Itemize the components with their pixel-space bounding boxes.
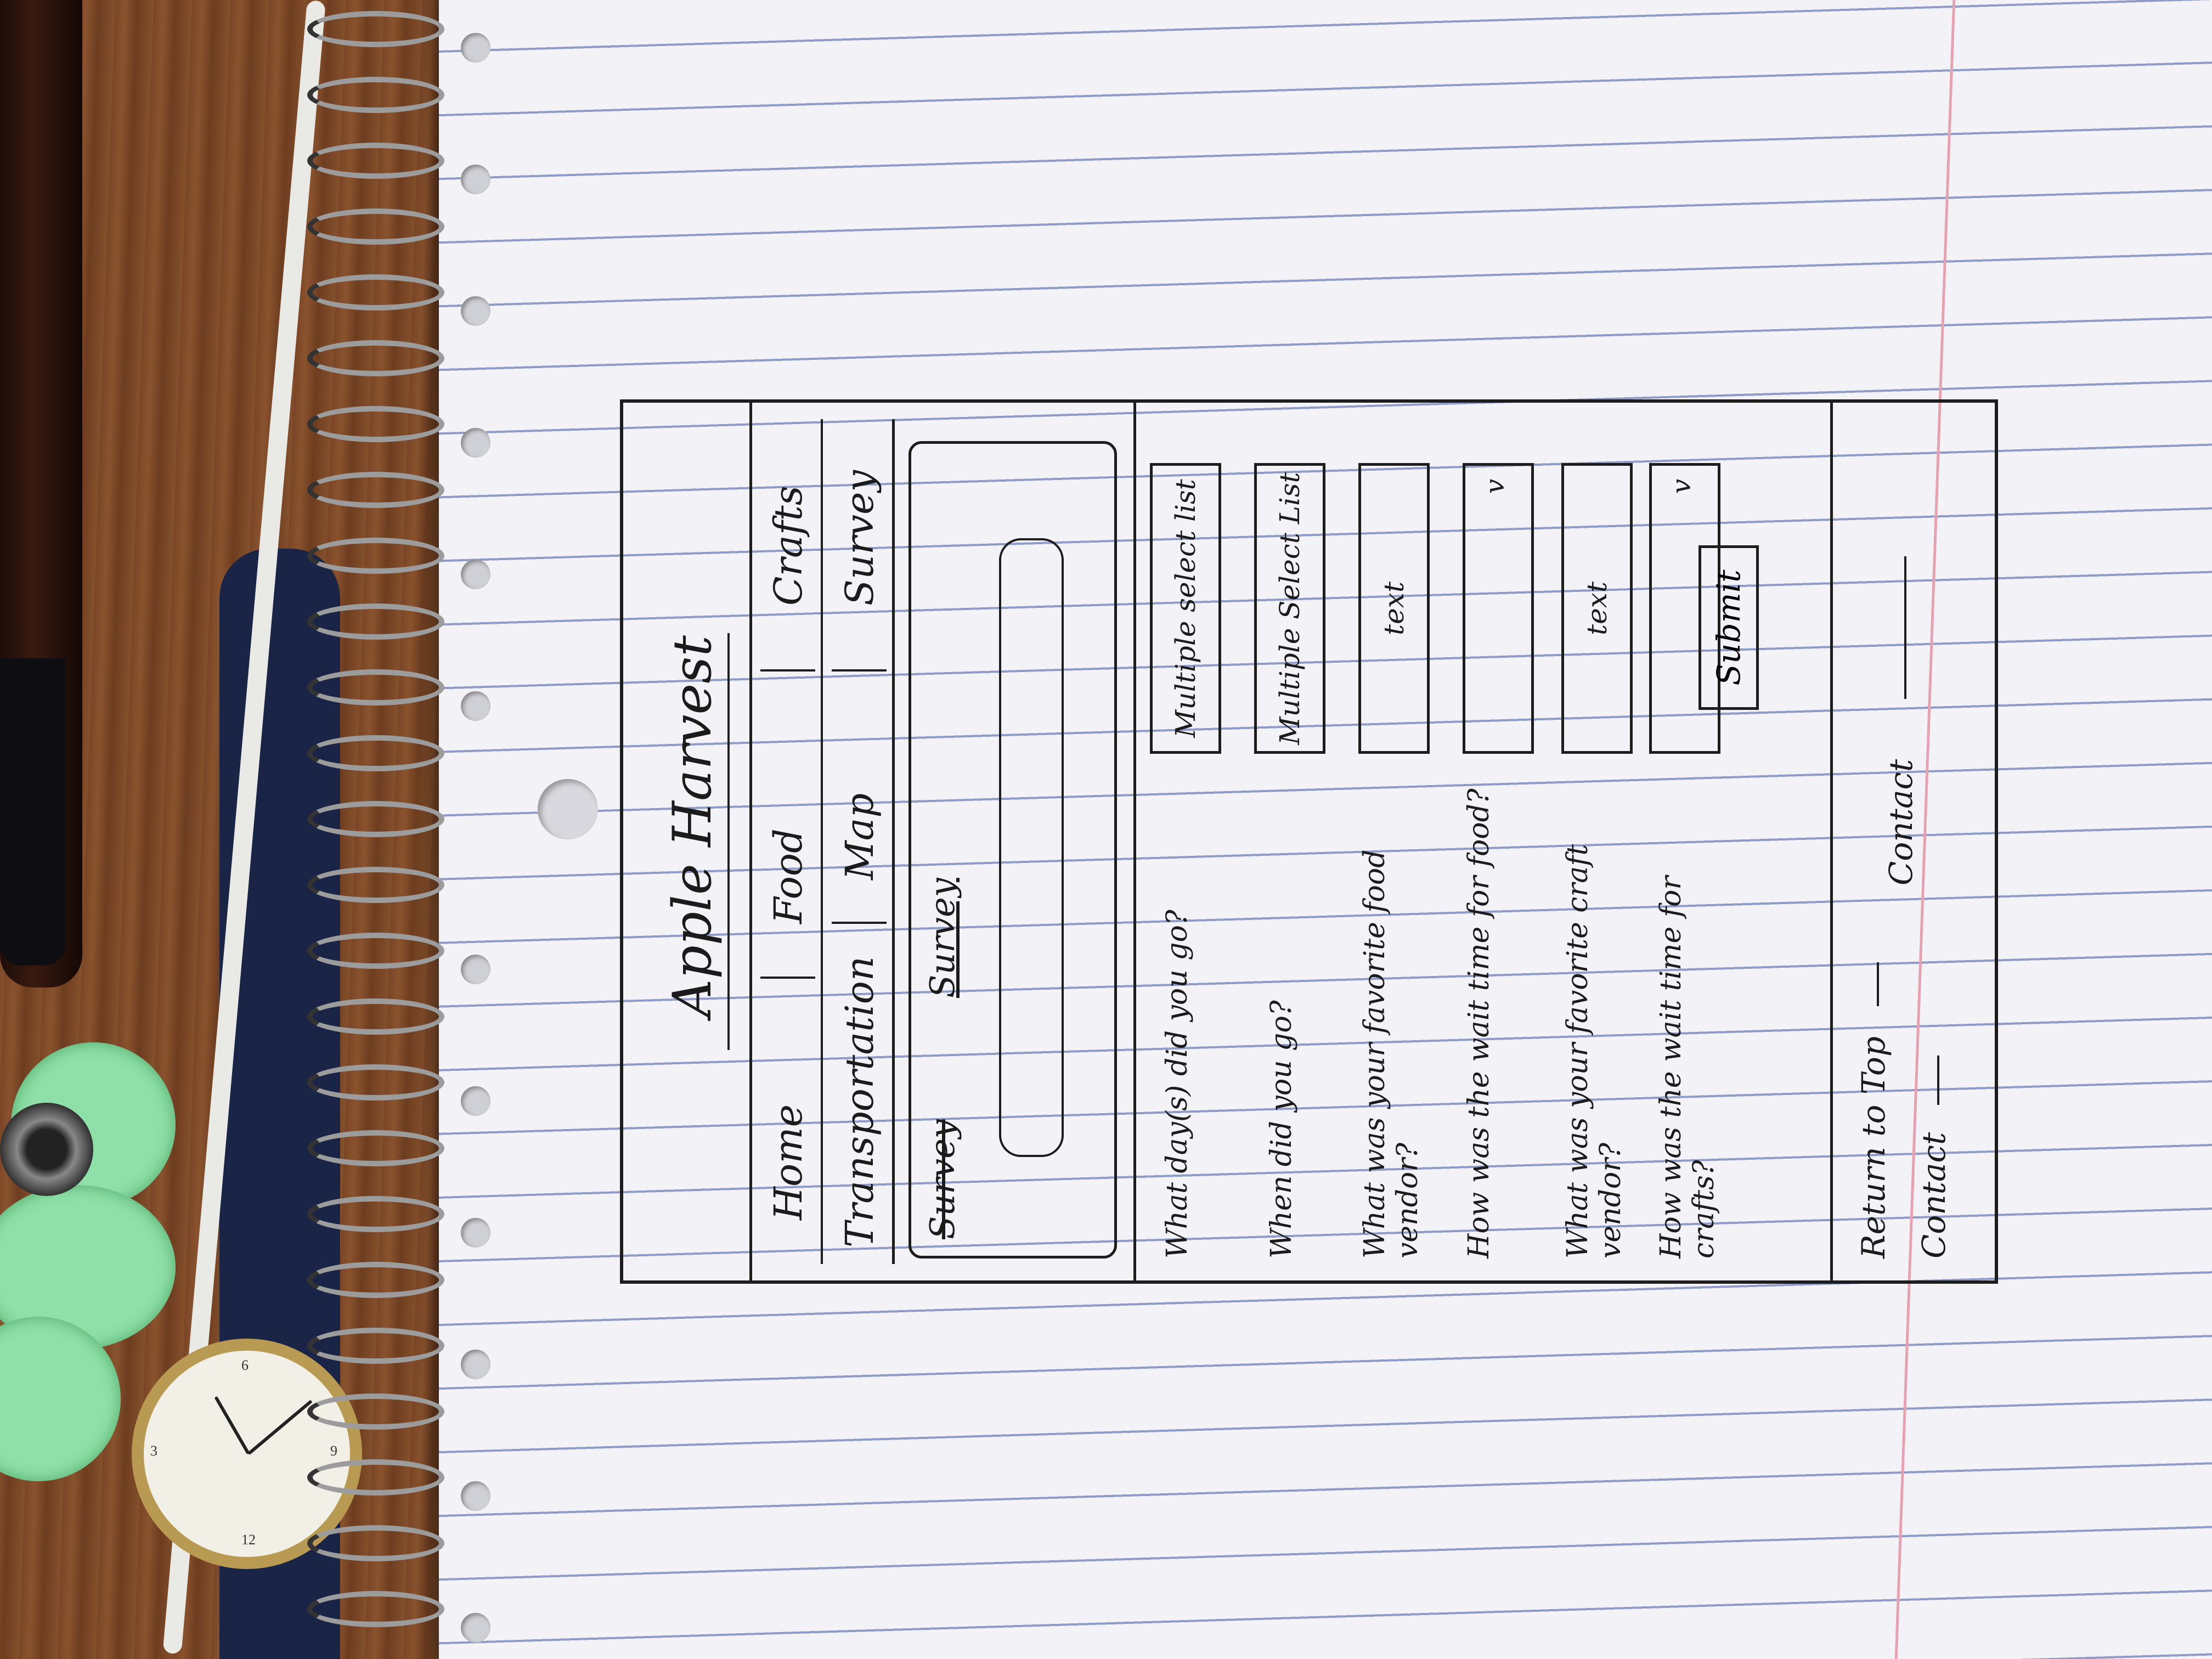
contact-link[interactable]: Contact (1915, 1132, 1953, 1259)
submit-button[interactable]: Submit (1699, 545, 1759, 710)
control-label: Multiple select list (1170, 479, 1201, 738)
pen-grip (0, 658, 66, 966)
food-vendor-input[interactable]: text (1358, 463, 1430, 754)
nav-row: Transportation Map Survey (826, 419, 895, 1264)
notebook-page (307, 0, 2212, 1659)
punch-hole (461, 165, 490, 194)
spiral-coil (307, 801, 444, 837)
fidget-spinner (0, 1042, 176, 1481)
punch-hole (461, 955, 490, 984)
spiral-coil (307, 1328, 444, 1364)
punch-hole (461, 1350, 490, 1379)
spiral-coil (307, 1591, 444, 1627)
spiral-coil (307, 340, 444, 376)
wireframe-sketch: Apple Harvest Home Food Crafts Transport… (620, 399, 1998, 1284)
spiral-coil (307, 1459, 444, 1496)
punch-hole (461, 428, 490, 458)
nav-map[interactable]: Map (837, 793, 882, 880)
nav-divider (760, 977, 815, 979)
control-label: text (1378, 582, 1410, 635)
question-label: When did you go? (1265, 1000, 1298, 1259)
spiral-coil (307, 669, 444, 706)
binder-hole (538, 779, 598, 839)
nav-home[interactable]: Home (766, 1104, 811, 1220)
spiral-coil (307, 538, 444, 574)
main-nav: Home Food Crafts Transportation Map Surv… (749, 403, 909, 1280)
punch-hole (461, 1218, 490, 1248)
punch-hole (461, 1086, 490, 1116)
spiral-coil (307, 11, 444, 47)
spiral-coil (307, 143, 444, 179)
chevron-down-icon: v (1666, 479, 1697, 494)
return-to-top-link[interactable]: Return to Top (1855, 1036, 1892, 1259)
footer-dash (1937, 1056, 1939, 1105)
punch-hole (461, 560, 490, 589)
punch-hole (461, 296, 490, 326)
watch-minute-hand (247, 1400, 313, 1455)
spinner-bearing (0, 1103, 93, 1196)
days-multiselect[interactable]: Multiple select list (1150, 463, 1221, 754)
question-label: What was your favorite food vendor? (1358, 849, 1424, 1259)
question-label: What day(s) did you go? (1161, 910, 1194, 1259)
spiral-coil (307, 1130, 444, 1166)
punch-hole (461, 691, 490, 721)
question-label: How was the wait time for crafts? (1655, 876, 1720, 1259)
control-label: text (1581, 582, 1613, 635)
nav-divider (760, 669, 815, 672)
question-label: How was the wait time for food? (1463, 788, 1496, 1259)
crossed-out-label: Survey (922, 1119, 962, 1239)
wristwatch: 6 12 3 9 (132, 1339, 362, 1569)
nav-survey[interactable]: Survey (837, 470, 882, 606)
spiral-coil (307, 603, 444, 640)
spiral-coil (307, 998, 444, 1035)
spiral-coil (307, 1262, 444, 1298)
footer-dash (1877, 962, 1879, 1006)
title-underline (727, 633, 730, 1050)
punch-hole (461, 33, 490, 63)
spiral-coil (307, 77, 444, 113)
spiral-coil (307, 1064, 444, 1101)
nav-transportation[interactable]: Transportation (837, 956, 882, 1248)
pen (0, 0, 82, 988)
site-header: Apple Harvest (623, 403, 752, 1280)
question-label: What was your favorite craft vendor? (1561, 844, 1627, 1259)
spiral-coil (307, 1525, 444, 1561)
food-wait-select[interactable]: v (1463, 463, 1534, 754)
craft-vendor-input[interactable]: text (1561, 463, 1633, 754)
spiral-coil (307, 933, 444, 969)
survey-heading: Survey (922, 878, 962, 998)
spiral-coil (307, 472, 444, 508)
footer-dash (1904, 556, 1906, 699)
banner-placeholder (999, 538, 1064, 1157)
section-divider (1133, 403, 1136, 1280)
control-label: Multiple Select List (1274, 472, 1306, 745)
nav-divider (832, 922, 887, 924)
nav-row: Home Food Crafts (755, 419, 823, 1264)
nav-food[interactable]: Food (766, 828, 811, 924)
punch-hole (461, 1613, 490, 1643)
site-title: Apple Harvest (662, 635, 723, 1017)
survey-banner: Survey Survey (909, 441, 1117, 1259)
punch-hole (461, 1481, 490, 1511)
nav-crafts[interactable]: Crafts (766, 486, 811, 606)
site-footer: Return to Top Contact Contact (1830, 403, 1997, 1280)
spiral-coil (307, 208, 444, 245)
nav-divider (832, 669, 887, 672)
page-frame: Apple Harvest Home Food Crafts Transport… (620, 399, 1998, 1284)
spiral-coil (307, 274, 444, 311)
watch-face: 6 12 3 9 (144, 1351, 350, 1557)
spiral-coil (307, 735, 444, 771)
contact-link-alt[interactable]: Contact (1882, 759, 1920, 885)
watch-hour-hand (214, 1396, 250, 1455)
spiral-coil (307, 1196, 444, 1232)
spiral-coil (307, 867, 444, 903)
time-multiselect[interactable]: Multiple Select List (1254, 463, 1325, 754)
spiral-coil (307, 406, 444, 442)
spiral-coil (307, 1393, 444, 1430)
chevron-down-icon: v (1480, 479, 1510, 494)
